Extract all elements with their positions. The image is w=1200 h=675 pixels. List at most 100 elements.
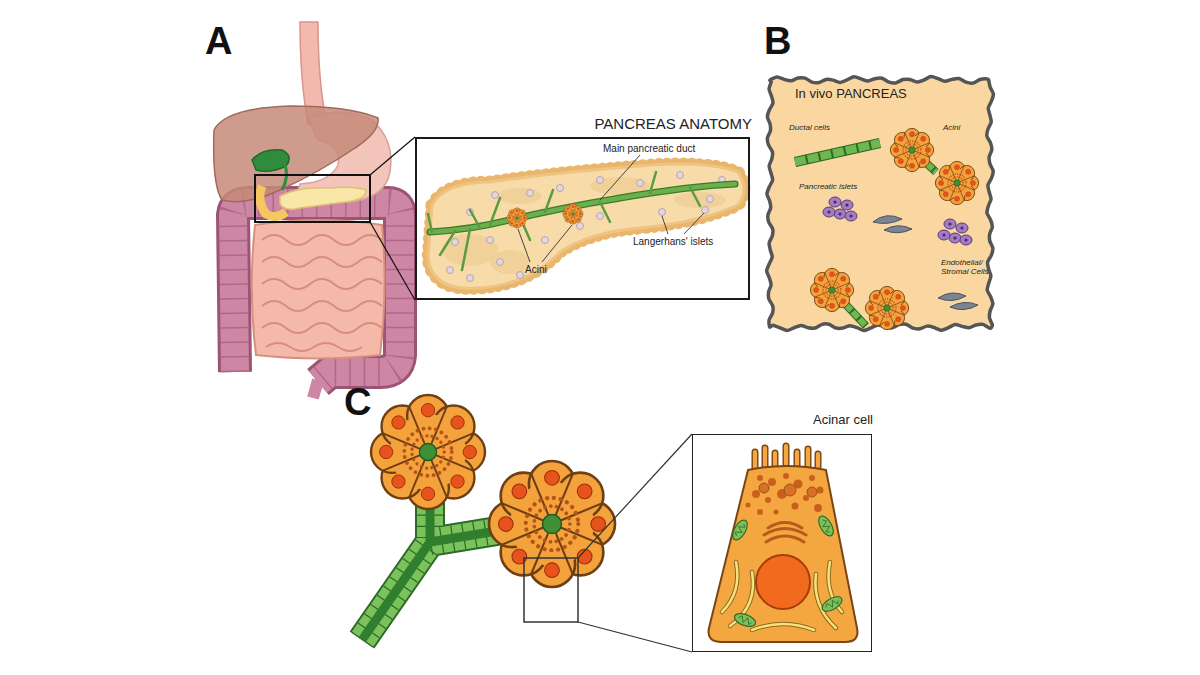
islet-cells — [823, 197, 972, 245]
acinar-cell — [752, 624, 814, 630]
cell-types — [810, 268, 853, 311]
acinar-cell — [755, 446, 818, 468]
zoom-frame — [524, 434, 692, 652]
islet — [452, 239, 459, 246]
islet — [497, 259, 504, 266]
cell-label: Acini — [943, 123, 983, 132]
islet-nuclei — [833, 200, 836, 203]
illustration — [507, 208, 527, 228]
acinar-cell — [734, 522, 746, 537]
acinar-cell — [774, 510, 779, 515]
ductal-cells — [795, 143, 880, 162]
acinar-cell — [759, 483, 817, 497]
zoom-frame — [578, 622, 692, 652]
ductal-cells — [795, 143, 880, 162]
pancreatic-duct — [430, 184, 735, 232]
stromal-cells — [950, 302, 978, 309]
islet-cells — [845, 211, 857, 221]
acinar-cell — [730, 518, 751, 543]
tissue-panel: In vivo PANCREASDuctal cellsAciniPancrea… — [765, 75, 995, 332]
small-intestine — [262, 235, 382, 351]
pancreatic-duct — [430, 184, 735, 232]
zoom-frame — [578, 434, 692, 558]
acinar-cell — [768, 478, 776, 486]
pancreas — [428, 164, 744, 288]
acinar-cell — [783, 473, 789, 479]
islet-cells — [938, 230, 950, 240]
islet — [492, 192, 499, 199]
islet-cells — [944, 219, 956, 229]
islet-cells — [829, 197, 841, 207]
ductal-cells — [832, 290, 866, 326]
ductal-cells — [832, 290, 866, 326]
pancreas — [490, 250, 530, 274]
islet-nuclei — [942, 233, 945, 236]
small-intestine — [262, 235, 382, 245]
acinar-cell — [756, 555, 810, 609]
acinar-cell — [709, 446, 858, 642]
islet — [597, 177, 604, 184]
illustration — [489, 461, 615, 587]
acinar-cell — [820, 594, 845, 615]
cell-label: Ductal cells — [789, 123, 869, 132]
islet — [557, 185, 564, 192]
small-intestine — [252, 220, 385, 359]
islet — [467, 275, 474, 282]
islet-cells — [834, 209, 846, 219]
islet — [677, 172, 684, 179]
acinar-cell — [824, 598, 839, 610]
acinar-cell — [709, 466, 858, 642]
islet-nuclei — [838, 212, 841, 215]
islet-nuclei — [827, 210, 830, 213]
pancreatic-duct — [428, 172, 735, 270]
part-label: Main pancreatic duct — [603, 143, 733, 155]
illustration — [563, 204, 583, 224]
acinar-cell — [722, 562, 737, 612]
acinar-cell — [803, 495, 809, 501]
leader-line — [684, 213, 704, 234]
islet — [447, 267, 454, 274]
acinar-cell — [766, 536, 804, 542]
ductal-cells — [912, 150, 936, 172]
acinar-cell — [757, 475, 763, 481]
acinar-cell — [734, 518, 840, 625]
stromal-cells — [884, 226, 912, 233]
acinar-cell — [814, 504, 822, 512]
islet — [517, 272, 524, 279]
islet — [597, 213, 604, 220]
acinar-cell — [755, 446, 818, 468]
cell-types — [935, 161, 978, 204]
panel-title: In vivo PANCREAS — [795, 87, 980, 102]
acinar-cell — [764, 529, 806, 536]
acinar-cell — [746, 473, 824, 515]
islet — [577, 223, 584, 230]
islet-nuclei — [948, 222, 951, 225]
gallbladder — [252, 150, 289, 190]
acinar-cell — [746, 503, 751, 508]
small-intestine — [262, 301, 382, 311]
pancreas — [428, 164, 744, 288]
islet-nuclei — [845, 203, 848, 206]
cell-label: Endothelial/ Stromal Cells — [941, 258, 993, 276]
islet-nuclei — [960, 226, 963, 229]
zoom-frame — [370, 222, 415, 300]
zoom-frame — [255, 175, 370, 222]
part-label: Acini — [525, 264, 565, 276]
panel-letter: C — [344, 383, 371, 421]
zoom-frame — [524, 558, 578, 622]
acinar-cell — [807, 487, 817, 497]
acinar-cell — [730, 514, 845, 629]
small-intestine — [252, 220, 385, 359]
small-intestine — [262, 323, 382, 333]
small-intestine — [262, 257, 382, 267]
islet-cells — [823, 207, 835, 217]
gallbladder — [252, 150, 289, 172]
leader-line — [518, 229, 530, 262]
acinar-cell — [733, 611, 757, 629]
islet — [702, 207, 709, 214]
